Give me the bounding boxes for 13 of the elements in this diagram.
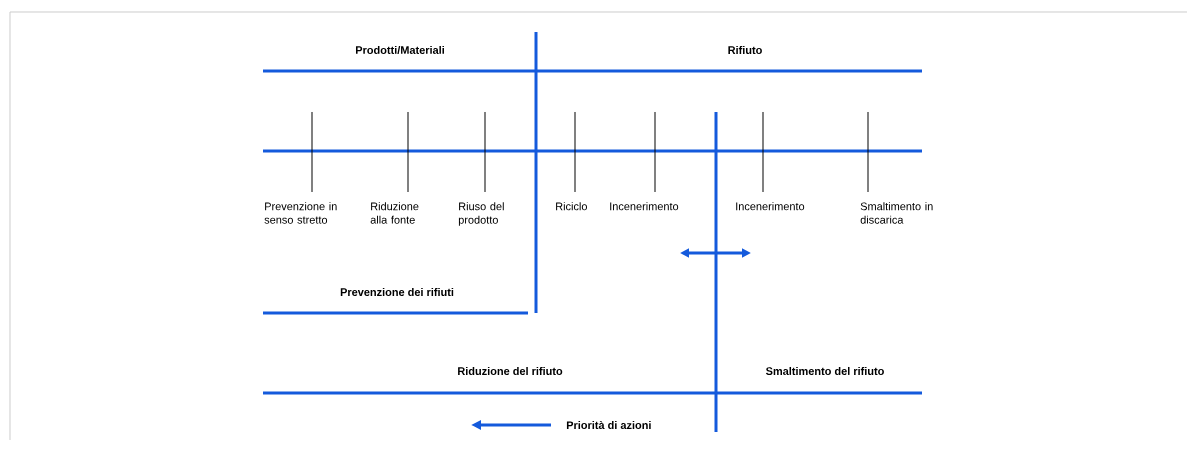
item-label: Incenerimento [736, 202, 805, 211]
item-label: Prevenzione in senso stretto [264, 202, 337, 224]
arrow-label: Priorità di azioni [566, 420, 651, 430]
item-label: Riciclo [556, 202, 587, 211]
item-label: Smaltimento in discarica [860, 202, 933, 224]
section-label: Riduzione del rifiuto [458, 366, 563, 375]
section-label: Smaltimento del rifiuto [765, 366, 884, 375]
item-label: Riuso del prodotto [458, 202, 504, 226]
section-label: Prevenzione dei rifiuti [340, 287, 454, 296]
item-label: Riduzione alla fonte [370, 202, 419, 224]
item-label: Incenerimento [610, 202, 679, 211]
heading: Rifiuto [728, 45, 762, 54]
heading: Prodotti/Materiali [356, 45, 444, 55]
